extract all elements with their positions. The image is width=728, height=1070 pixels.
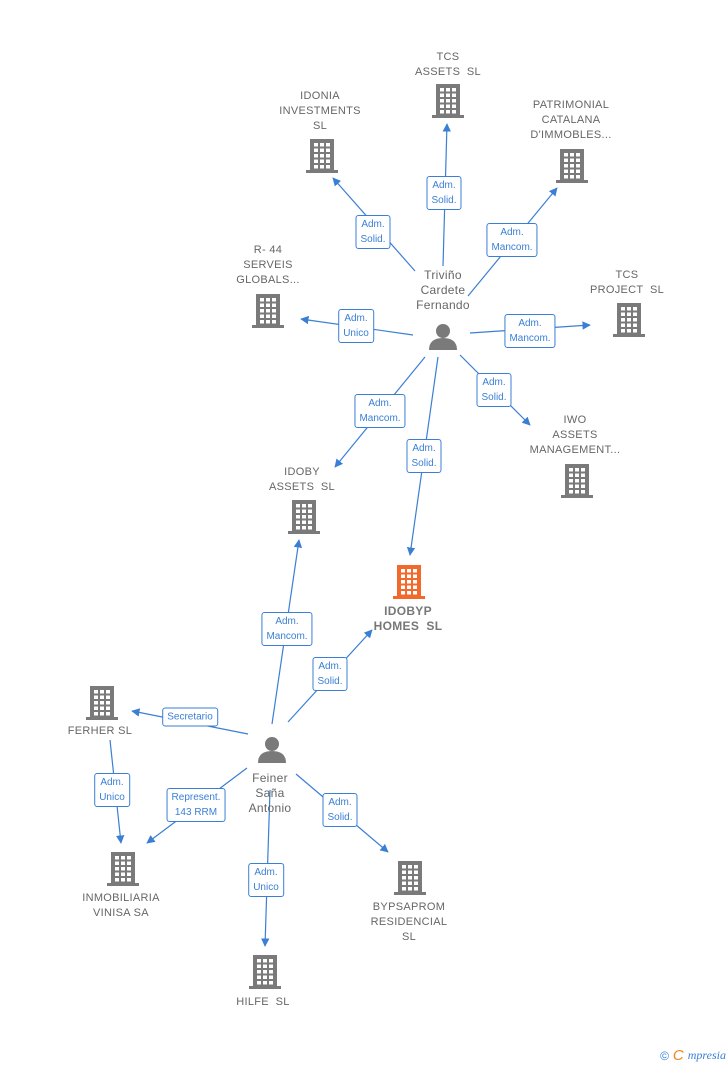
company-label-vinisa[interactable]: INMOBILIARIA VINISA SA [82,892,160,919]
edge-label-e2[interactable]: Adm. Solid. [355,215,391,249]
company-label-idobyp[interactable]: IDOBYP HOMES SL [373,604,443,633]
company-label-patrimonial[interactable]: PATRIMONIAL CATALANA D'IMMOBLES... [530,99,612,141]
person-label-trivino[interactable]: Triviño Cardete Fernando [416,268,470,312]
edge-label-e10[interactable]: Adm. Solid. [312,657,348,691]
edge-label-e14[interactable]: Adm. Solid. [322,793,358,827]
edge-label-e8[interactable]: Adm. Solid. [406,439,442,473]
edge-label-e6[interactable]: Adm. Solid. [476,373,512,407]
edge-label-e4[interactable]: Adm. Unico [338,309,374,343]
company-label-ferher[interactable]: FERHER SL [67,725,133,737]
building-icon-vinisa[interactable] [107,852,139,886]
building-icon-bypsaprom[interactable] [394,861,426,895]
edge-label-e15[interactable]: Adm. Unico [248,863,284,897]
company-label-tcs_assets[interactable]: TCS ASSETS SL [415,51,481,78]
person-label-feiner[interactable]: Feiner Saña Antonio [248,771,292,815]
company-label-idonia[interactable]: IDONIA INVESTMENTS SL [279,90,361,132]
person-icon-feiner[interactable] [258,737,286,763]
company-label-idoby[interactable]: IDOBY ASSETS SL [269,466,335,493]
building-icon-idobyp[interactable] [393,565,425,599]
building-icon-iwo[interactable] [561,464,593,498]
edge-label-e13[interactable]: Represent. 143 RRM [166,788,226,822]
edge-label-e9[interactable]: Adm. Mancom. [261,612,313,646]
building-icon-ferher[interactable] [86,686,118,720]
building-icon-tcs_assets[interactable] [432,84,464,118]
copyright-icon: © [660,1048,669,1063]
company-label-r44[interactable]: R- 44 SERVEIS GLOBALS... [236,244,300,286]
edge-label-e3[interactable]: Adm. Mancom. [486,223,538,257]
building-icon-tcs_project[interactable] [613,303,645,337]
company-label-hilfe[interactable]: HILFE SL [236,996,290,1008]
edge-label-e5[interactable]: Adm. Mancom. [504,314,556,348]
person-icon-trivino[interactable] [429,324,457,350]
building-icon-idoby[interactable] [288,500,320,534]
building-icon-hilfe[interactable] [249,955,281,989]
brand-logo-letter: C [672,1047,684,1064]
edge-label-e7[interactable]: Adm. Mancom. [354,394,406,428]
building-icon-idonia[interactable] [306,139,338,173]
company-label-tcs_project[interactable]: TCS PROJECT SL [589,269,665,296]
company-label-bypsaprom[interactable]: BYPSAPROM RESIDENCIAL SL [370,901,448,943]
building-icon-r44[interactable] [252,294,284,328]
edge-label-e11[interactable]: Secretario [162,707,218,727]
edge-label-e12[interactable]: Adm. Unico [94,773,130,807]
building-icon-patrimonial[interactable] [556,149,588,183]
edge-label-e1[interactable]: Adm. Solid. [426,176,462,210]
company-label-iwo[interactable]: IWO ASSETS MANAGEMENT... [529,414,621,456]
brand-name: mpresia [687,1048,726,1062]
